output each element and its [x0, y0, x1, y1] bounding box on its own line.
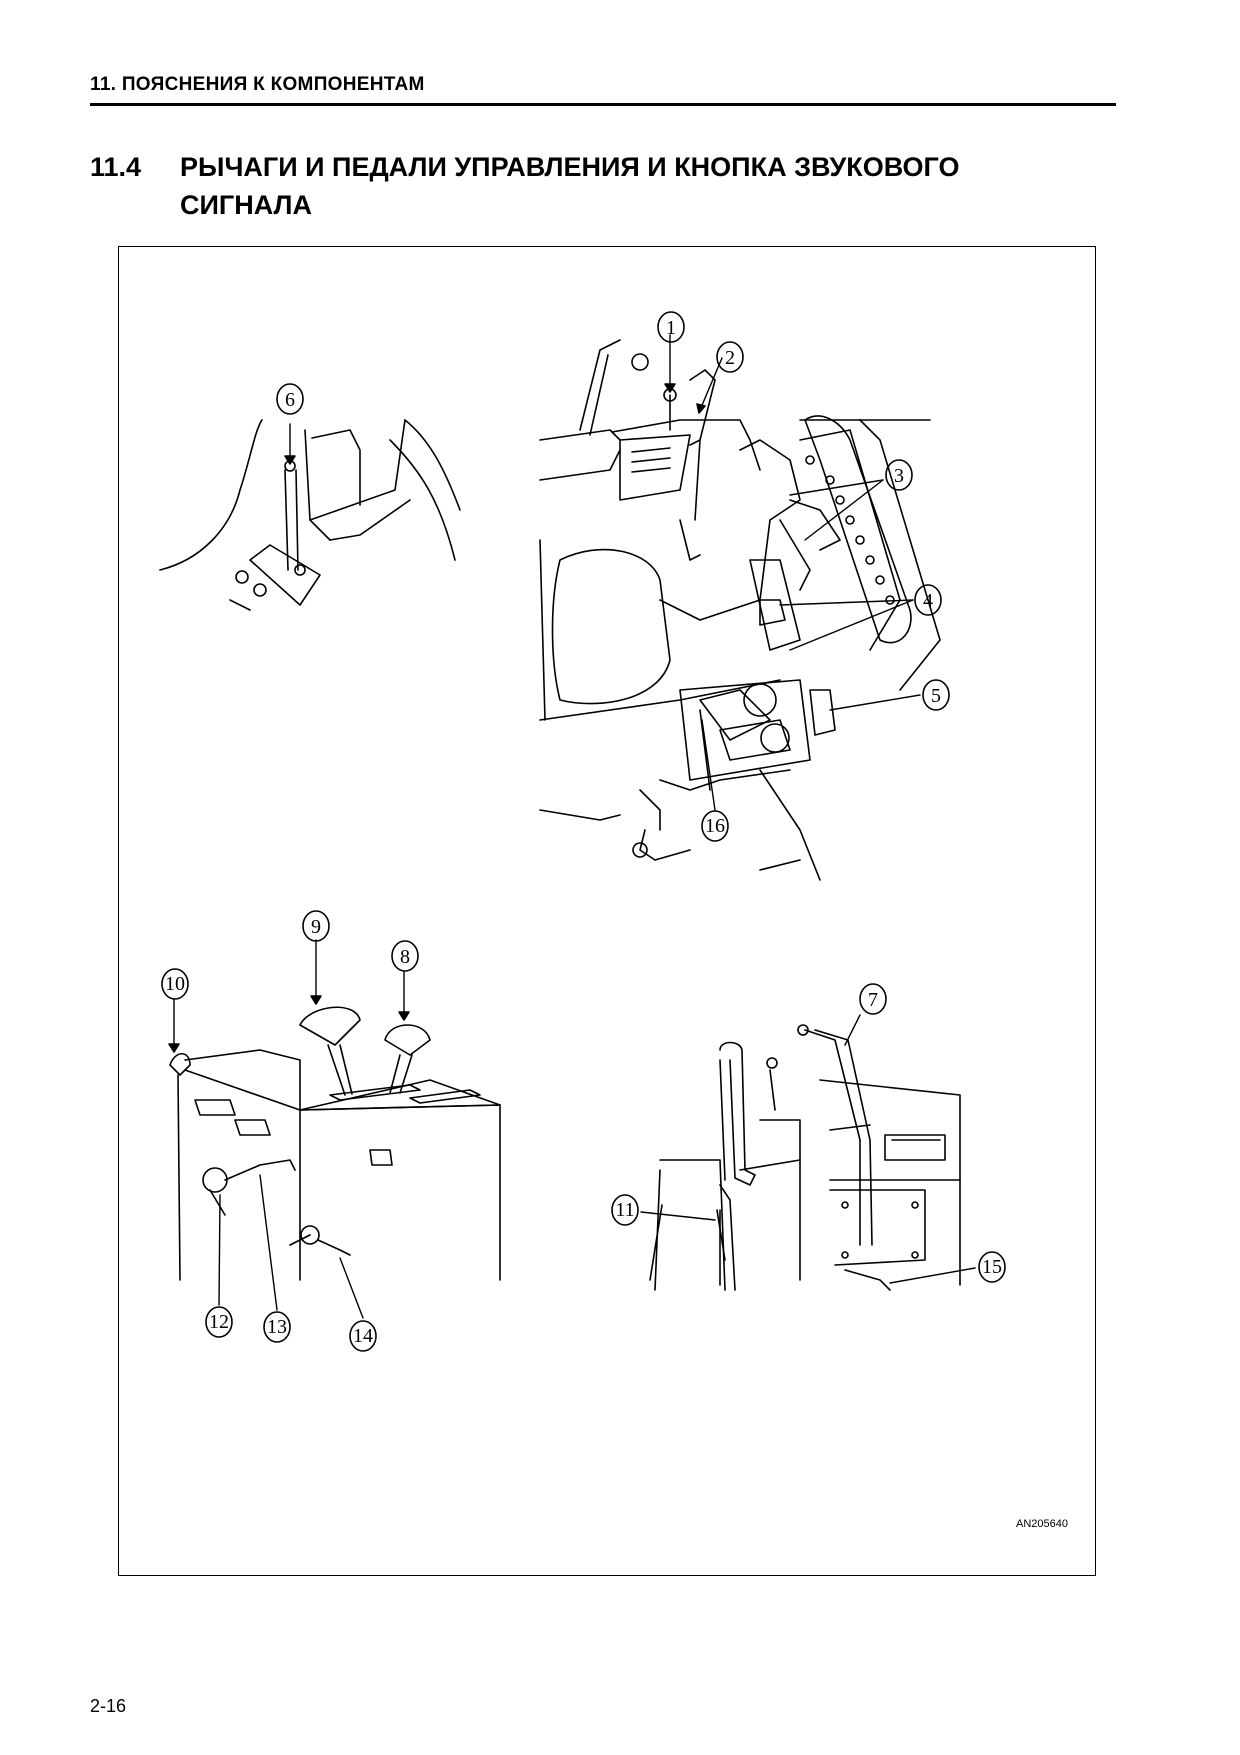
callout-circle-2	[716, 341, 744, 373]
callout-circle-1	[657, 311, 685, 343]
callout-circle-12	[205, 1306, 233, 1338]
callout-circle-9	[302, 910, 330, 942]
callout-circle-14	[349, 1320, 377, 1352]
callout-circle-4	[914, 584, 942, 616]
callout-1: 1	[666, 317, 676, 339]
view-top-left	[159, 419, 461, 611]
callout-circle-6	[276, 383, 304, 415]
callout-11: 11	[615, 1199, 634, 1221]
callout-13: 13	[267, 1316, 287, 1338]
callout-14: 14	[353, 1325, 373, 1347]
callout-9: 9	[311, 916, 321, 938]
callout-15: 15	[982, 1256, 1002, 1278]
callout-circle-5	[922, 679, 950, 711]
callout-circle-8	[391, 940, 419, 972]
figure-code: AN205640	[1016, 1518, 1068, 1530]
page-number: 2-16	[90, 1696, 127, 1716]
callout-circle-11	[611, 1194, 639, 1226]
callout-7: 7	[868, 989, 878, 1011]
view-bottom-left	[168, 939, 501, 1319]
callout-circle-16	[701, 810, 729, 842]
header-rule	[90, 103, 1116, 106]
callout-10: 10	[165, 973, 185, 995]
callout-circle-13	[263, 1311, 291, 1343]
section-header: 11. ПОЯСНЕНИЯ К КОМПОНЕНТАМ	[90, 74, 425, 95]
callout-circle-7	[859, 983, 887, 1015]
callout-circles	[161, 311, 1006, 1352]
callout-8: 8	[400, 946, 410, 968]
heading-title: РЫЧАГИ И ПЕДАЛИ УПРАВЛЕНИЯ И КНОПКА ЗВУК…	[180, 152, 960, 220]
callout-2: 2	[725, 347, 735, 369]
callout-circle-3	[885, 459, 913, 491]
heading-number: 11.4	[90, 152, 142, 182]
callout-4: 4	[923, 590, 933, 612]
callout-5: 5	[931, 685, 941, 707]
callout-labels: 1 2 3 4 5 6 7 8 9 10 11 12 13 14 15 16	[165, 317, 1002, 1347]
view-bottom-right	[640, 1014, 976, 1291]
callout-6: 6	[285, 389, 295, 411]
callout-12: 12	[209, 1311, 229, 1333]
callout-circle-15	[978, 1251, 1006, 1283]
callout-3: 3	[894, 465, 904, 487]
view-top-right	[539, 334, 941, 881]
figure-frame	[118, 246, 1096, 1576]
callout-circle-10	[161, 968, 189, 1000]
callout-16: 16	[705, 815, 725, 837]
